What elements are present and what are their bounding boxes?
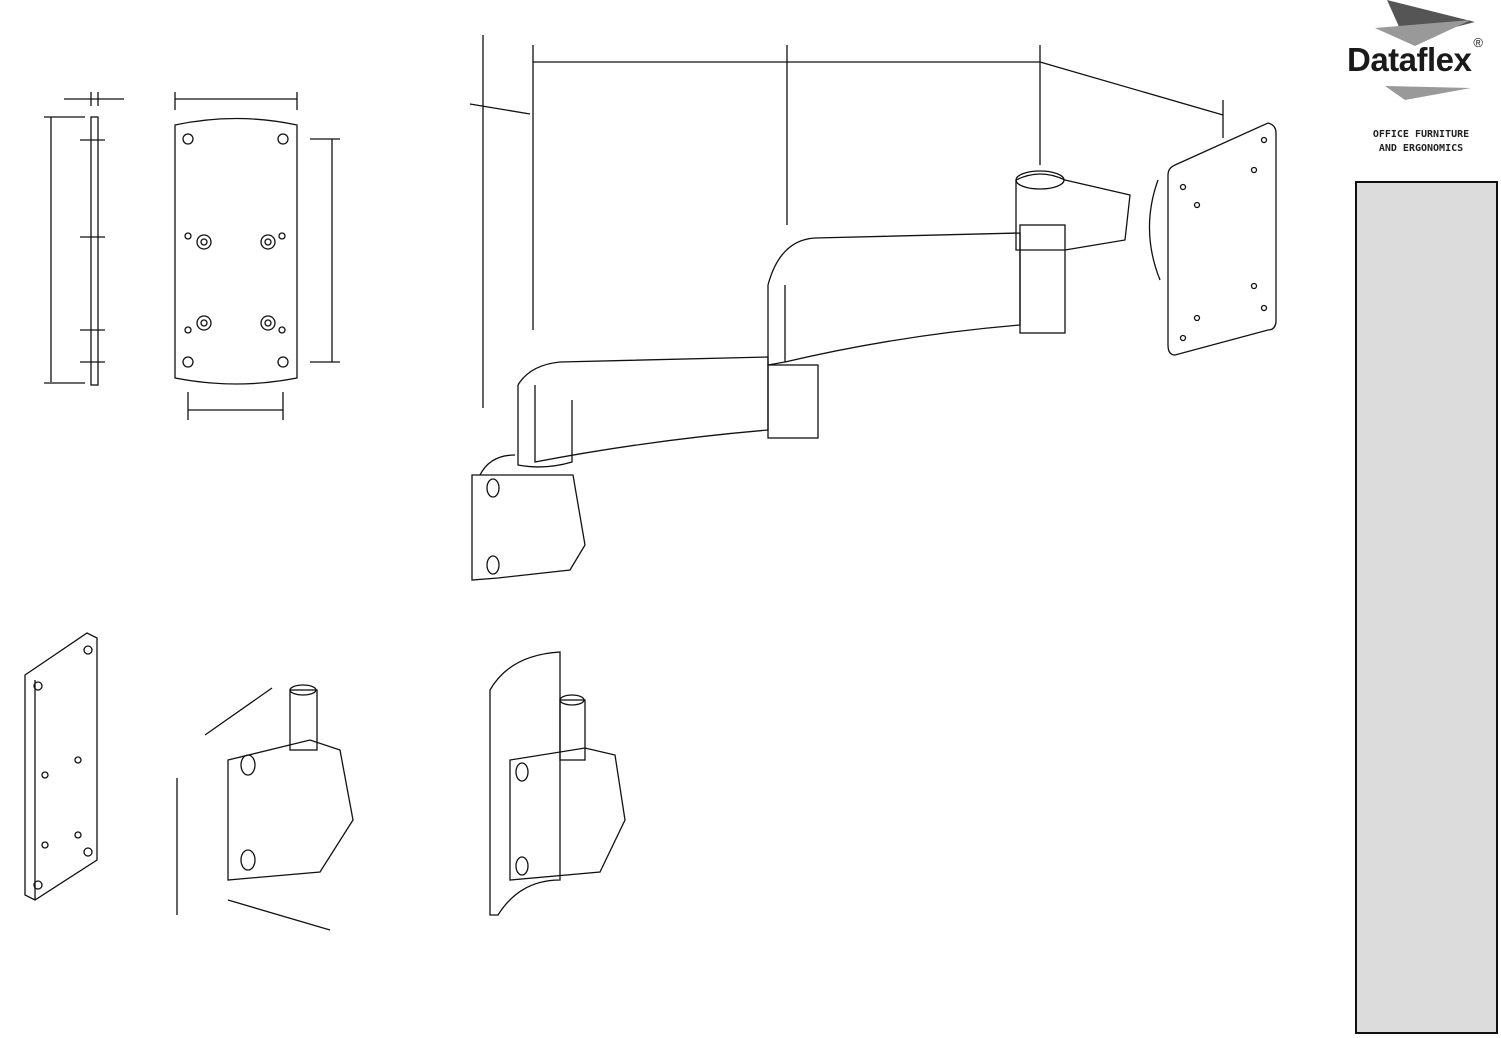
registered-mark: ® [1473,35,1483,50]
brand-name: Dataflex [1347,41,1472,78]
brand-tagline: OFFICE FURNITURE AND ERGONOMICS [1355,128,1487,156]
wall-plate-front-view [174,92,340,420]
monitor-arm-assembly [469,35,1277,581]
wall-plate-isometric [24,632,98,901]
brand-wordmark: Dataflex ® [1347,36,1483,80]
technical-drawing [24,35,1277,931]
tagline-line-2: AND ERGONOMICS [1378,143,1464,154]
tagline-line-1: OFFICE FURNITURE [1372,129,1470,140]
info-panel [1355,181,1498,1034]
brand-logo-graphic [1375,0,1475,100]
wall-plate-side-view [44,92,124,386]
wall-bracket-assembled [489,651,626,916]
wall-bracket-dimensioned [176,684,354,931]
